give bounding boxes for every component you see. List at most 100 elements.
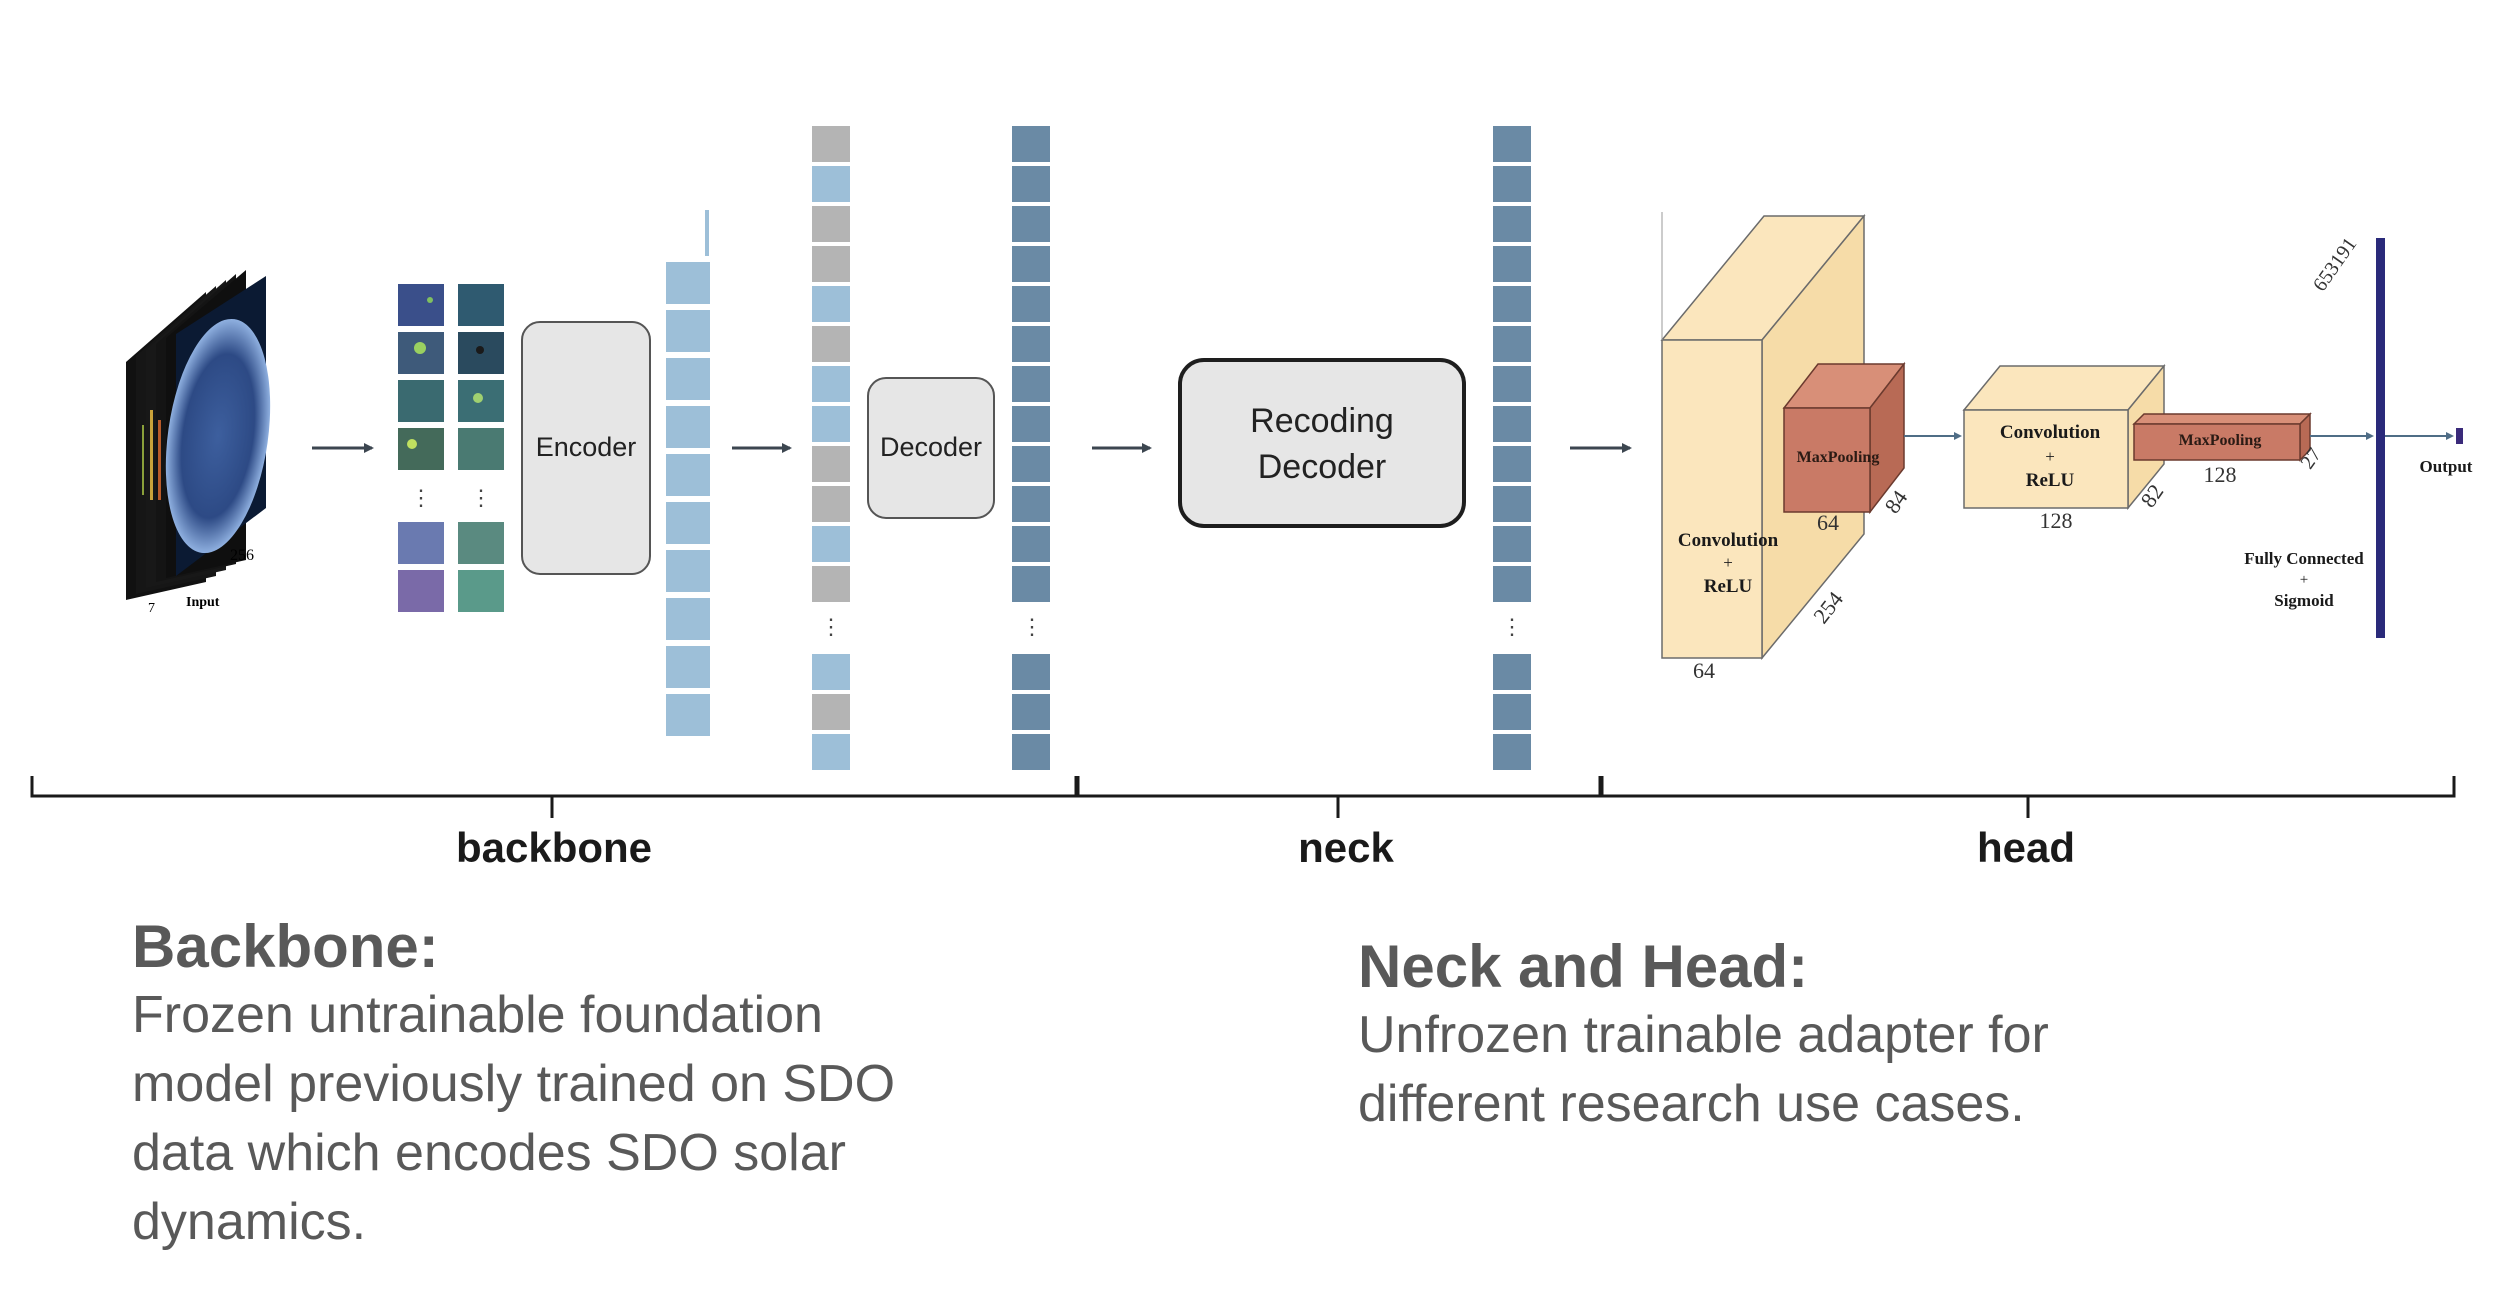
decoder-token-cell (1012, 446, 1050, 482)
neck-output-column (1493, 126, 1531, 770)
token-cell (812, 326, 850, 362)
pool1-dim-front: 64 (1817, 510, 1839, 535)
decoder-token-cell (1012, 166, 1050, 202)
token-cell (812, 406, 850, 442)
neck-token-cell (1493, 486, 1531, 522)
brace-head (1600, 776, 2456, 818)
encoder-token-cell (666, 646, 710, 688)
encoder-token-cell (666, 406, 710, 448)
input-image-stack (126, 270, 271, 600)
decoder-token-cell (1012, 406, 1050, 442)
token-cell (812, 486, 850, 522)
brace-neck (1076, 776, 1602, 818)
neck-token-cell (1493, 694, 1531, 730)
neck-token-cell (1493, 446, 1531, 482)
neck-token-cell (1493, 734, 1531, 770)
token-cell (812, 206, 850, 242)
token-cell (812, 166, 850, 202)
backbone-caption-title: Backbone: (132, 913, 439, 980)
neck-token-cell (1493, 654, 1531, 690)
neck-token-cell (1493, 326, 1531, 362)
fc-line2: + (2300, 572, 2308, 588)
conv2-dim-front: 128 (2040, 508, 2073, 533)
fc-line3: Sigmoid (2274, 591, 2334, 610)
image-patches (398, 284, 504, 612)
neck-head-caption-line: different research use cases. (1358, 1075, 2025, 1133)
brace-label-backbone: backbone (456, 824, 652, 871)
patches-ellipsis-left: ⋮ (410, 485, 432, 510)
decoder-token-cell (1012, 206, 1050, 242)
backbone-caption-line: Frozen untrainable foundation (132, 986, 823, 1044)
neck-token-cell (1493, 246, 1531, 282)
pool2-block (2132, 412, 2312, 462)
decoder-token-cell (1012, 694, 1050, 730)
masked-token-column (812, 126, 850, 770)
conv2-line1: Convolution (2000, 422, 2101, 443)
conv1-line3: ReLU (1704, 576, 1753, 597)
backbone-caption-line: model previously trained on SDO (132, 1055, 896, 1113)
encoder-token-cell (666, 358, 710, 400)
token-cell (812, 246, 850, 282)
backbone-caption-line: dynamics. (132, 1193, 367, 1251)
decoder-token-cell (1012, 326, 1050, 362)
encoder-output-column (666, 262, 710, 736)
decoder-output-ellipsis: ⋮ (1021, 614, 1043, 639)
neck-token-cell (1493, 566, 1531, 602)
recoding-decoder-line2: Decoder (1258, 448, 1387, 486)
decoder-block (867, 377, 995, 519)
token-cell (812, 566, 850, 602)
conv2-line3: ReLU (2026, 470, 2075, 491)
neck-token-cell (1493, 526, 1531, 562)
tokens-ellipsis: ⋮ (820, 614, 842, 639)
neck-token-cell (1493, 286, 1531, 322)
token-cell (812, 734, 850, 770)
decoder-token-cell (1012, 526, 1050, 562)
neck-token-cell (1493, 366, 1531, 402)
decoder-token-cell (1012, 246, 1050, 282)
brace-label-neck: neck (1298, 824, 1394, 871)
encoder-token-cell (666, 310, 710, 352)
patches-ellipsis-right: ⋮ (470, 485, 492, 510)
backbone-caption: Backbone: Frozen untrainable foundation … (132, 912, 1112, 1257)
token-cell (812, 126, 850, 162)
encoder-token-cell (666, 550, 710, 592)
token-cell (812, 446, 850, 482)
fully-connected-bar (2376, 238, 2385, 638)
neck-token-cell (1493, 166, 1531, 202)
backbone-caption-line: data which encodes SDO solar (132, 1124, 846, 1182)
neck-head-caption: Neck and Head: Unfrozen trainable adapte… (1358, 932, 2358, 1139)
pool1-label: MaxPooling (1797, 449, 1880, 466)
neck-token-cell (1493, 406, 1531, 442)
token-cell (812, 654, 850, 690)
decoder-token-cell (1012, 566, 1050, 602)
output-label: Output (2420, 457, 2473, 476)
input-label: Input (186, 595, 220, 610)
token-cell (812, 526, 850, 562)
token-cell (812, 694, 850, 730)
decoder-token-cell (1012, 126, 1050, 162)
conv1-line1: Convolution (1678, 530, 1779, 551)
encoder-token-cell (666, 262, 710, 304)
decoder-token-cell (1012, 366, 1050, 402)
pool1-block (1782, 361, 1906, 515)
encoder-label: Encoder (536, 432, 637, 462)
neck-output-ellipsis: ⋮ (1501, 614, 1523, 639)
conv1-dim-front: 64 (1693, 658, 1715, 683)
decoder-output-column (1012, 126, 1050, 770)
encoder-token-cell (666, 598, 710, 640)
decoder-token-cell (1012, 486, 1050, 522)
neck-head-caption-line: Unfrozen trainable adapter for (1358, 1006, 2049, 1064)
fc-line1: Fully Connected (2244, 549, 2364, 568)
encoder-column-tick (705, 210, 709, 256)
input-depth-dim: 7 (148, 601, 155, 616)
pool2-dim-front: 128 (2204, 462, 2237, 487)
token-cell (812, 286, 850, 322)
output-node (2456, 428, 2463, 444)
input-size-dim: 256 (230, 547, 254, 564)
neck-head-caption-title: Neck and Head: (1358, 933, 1809, 1000)
token-cell (812, 366, 850, 402)
decoder-token-cell (1012, 286, 1050, 322)
decoder-token-cell (1012, 654, 1050, 690)
encoder-token-cell (666, 502, 710, 544)
